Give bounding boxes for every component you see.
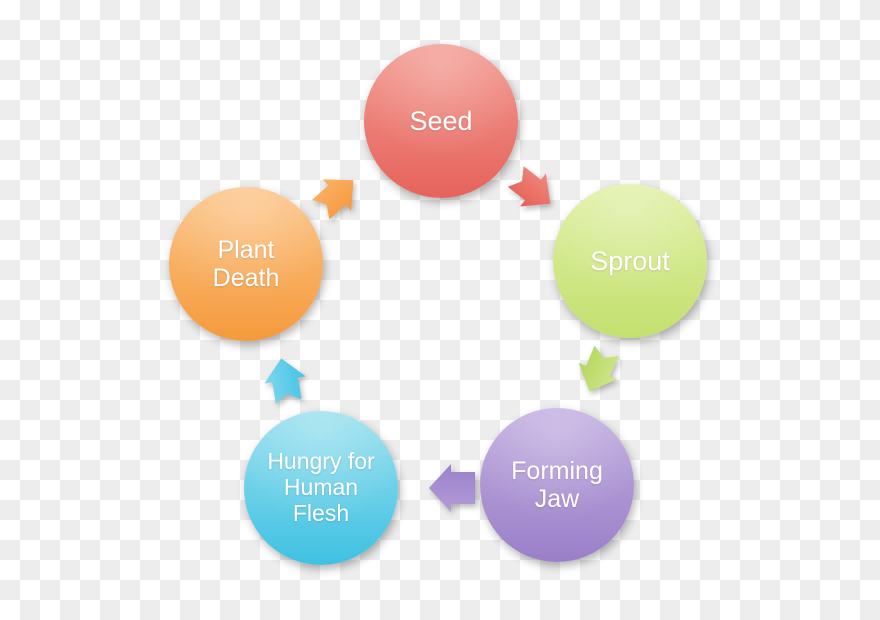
- node-label: Hungry for Human Flesh: [267, 448, 375, 526]
- block-arrow-icon: [578, 345, 619, 392]
- node-sprout: Sprout: [553, 184, 707, 338]
- block-arrow-icon: [507, 166, 551, 207]
- node-forming-jaw: Forming Jaw: [480, 408, 634, 562]
- block-arrow-icon: [264, 358, 306, 404]
- node-label: Seed: [409, 105, 473, 136]
- node-label: Plant Death: [212, 236, 280, 292]
- arrow-plant-death-to-seed: [311, 174, 359, 220]
- arrow-seed-to-sprout: [507, 166, 555, 211]
- node-label: Sprout: [590, 245, 670, 276]
- node-label: Forming Jaw: [511, 457, 603, 513]
- block-arrow-icon: [429, 464, 475, 512]
- node-hungry-for-human-flesh: Hungry for Human Flesh: [244, 411, 398, 565]
- arrow-hungry-to-plant-death: [263, 358, 307, 404]
- node-seed: Seed: [364, 44, 518, 198]
- node-plant-death: Plant Death: [169, 187, 323, 341]
- block-arrow-icon: [311, 179, 354, 220]
- arrow-sprout-to-forming-jaw: [576, 345, 620, 392]
- arrow-forming-jaw-to-hungry: [429, 464, 475, 512]
